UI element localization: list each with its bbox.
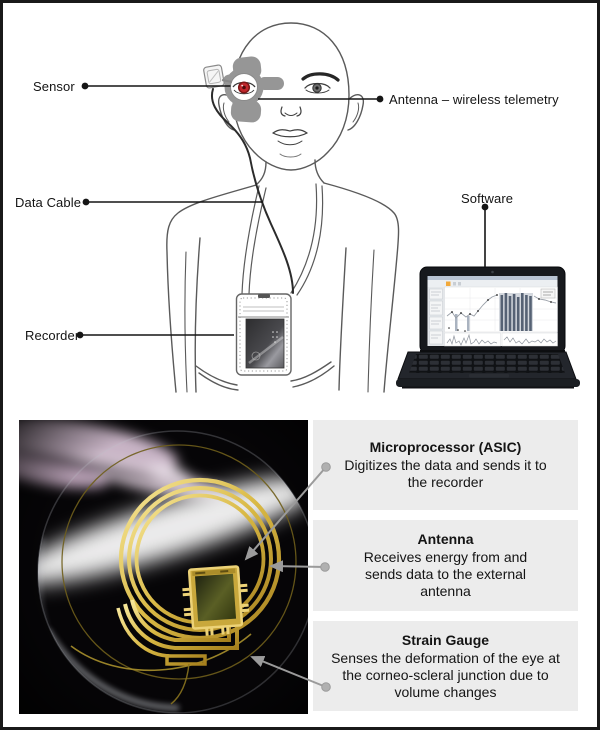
photo-vignette [19,420,308,714]
shoulder-arm-left [166,184,257,393]
laptop-touchpad [469,374,509,378]
patient-illustration [166,22,400,393]
left-ear [217,94,235,131]
software-screen [427,276,558,347]
software-label: Software [461,191,514,206]
toolbar-icon [446,281,451,286]
arm-right-inner [338,247,347,391]
recorder-pouch [235,293,292,376]
chart-legend [540,288,556,299]
temple-unit-connector [221,79,233,83]
arm-left-crease [184,251,188,393]
recorder-device [245,318,285,369]
vest-hem-left [195,365,238,386]
left-ear-inner [222,102,230,123]
screen-sidebar [427,287,445,346]
eye-sensor-patch [223,56,284,123]
callout-box-strain-gauge: Strain Gauge Senses the deformation of t… [313,621,578,711]
callout-box-microprocessor: Microprocessor (ASIC) Digitizes the data… [313,420,578,510]
data-cable-label: Data Cable [15,195,82,210]
arm-right-crease [367,249,375,393]
screen-mini-charts [444,332,558,347]
head-outline [232,22,350,171]
system-diagram-illustration [76,22,580,393]
callout-description: Senses the deformation of the eye at the… [331,649,560,700]
laptop-illustration [396,266,580,389]
callout-description: Receives energy from and sends data to t… [363,549,528,599]
temple-unit [203,64,225,89]
screen-main-chart [444,286,558,333]
face-features [272,72,340,158]
callout-description: Digitizes the data and sends it to the r… [344,457,547,490]
callout-title: Antenna [417,531,474,547]
callout-title: Microprocessor (ASIC) [369,439,522,455]
contact-lens-photo [19,420,308,714]
right-ear-inner [352,102,360,123]
neck-right [314,159,325,184]
lanyard-straps [241,183,324,296]
nose [280,106,286,117]
sensor-label: Sensor [33,79,75,94]
top-callout-lines [80,85,486,336]
webcam-dot [491,270,494,274]
data-cable-line [211,88,294,294]
antenna-label: Antenna – wireless telemetry [389,92,559,107]
pouch-clip [258,294,270,298]
top-callout-dots [76,82,489,339]
neck-left [255,161,267,186]
right-eyebrow [301,72,340,82]
lips [272,129,308,134]
shoulder-arm-right [323,182,400,393]
vest-hem-right2 [292,365,335,388]
chin-crease [279,153,302,158]
recorder-label: Recorder [25,328,80,343]
vest-hem-left2 [198,372,239,391]
chart-band [499,293,533,331]
vest-hem-right [290,361,332,382]
callout-box-antenna: Antenna Receives energy from and sends d… [313,520,578,611]
right-ear [347,94,365,131]
callout-title: Strain Gauge [401,631,490,648]
arm-left-inner [194,237,201,393]
